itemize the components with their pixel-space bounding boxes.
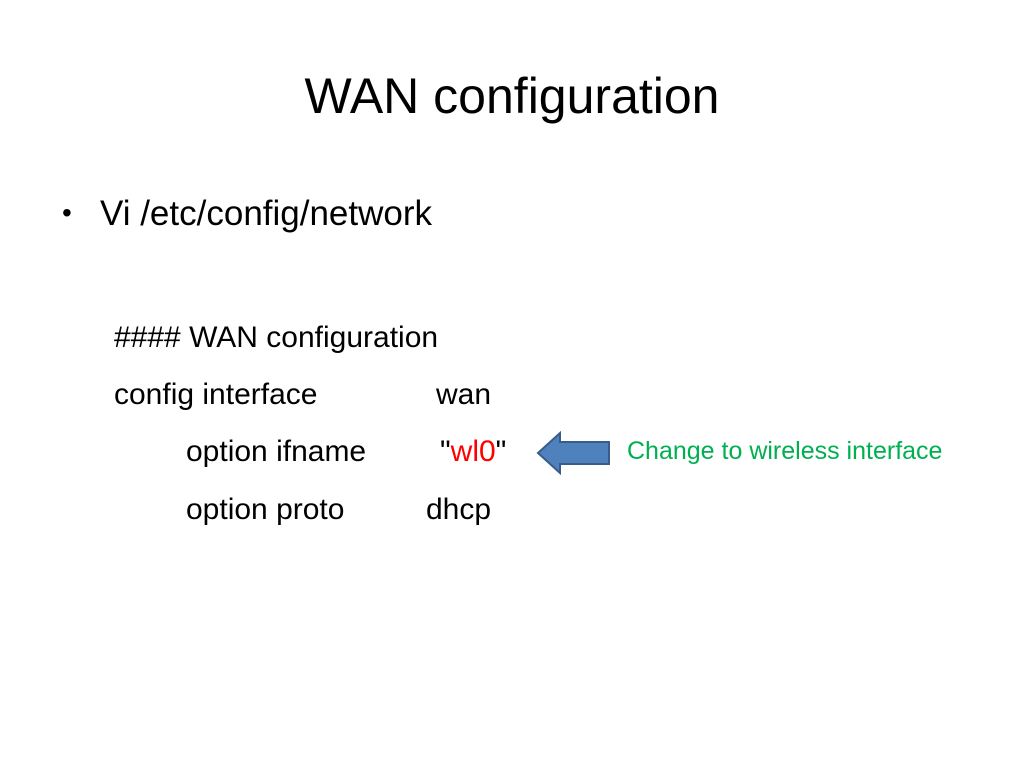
ifname-value-group: "wl0" [440, 432, 506, 472]
bullet-icon: • [62, 197, 72, 228]
ifname-option: option ifname [186, 435, 367, 468]
annotation-text: Change to wireless interface [627, 437, 943, 465]
bullet-text: Vi /etc/config/network [100, 194, 433, 233]
proto-value: dhcp [426, 493, 492, 526]
config-interface-line: config interface wan [114, 375, 491, 415]
slide-title: WAN configuration [304, 68, 720, 124]
bullet-item: • Vi /etc/config/network [62, 190, 432, 237]
left-arrow-icon [536, 431, 610, 475]
ifname-value: wl0 [450, 435, 496, 468]
code-comment: #### WAN configuration [114, 321, 439, 354]
config-keyword: config interface [114, 378, 318, 411]
config-value: wan [436, 378, 492, 411]
arrow-shape [536, 431, 610, 475]
ifname-quote-open: " [440, 435, 451, 468]
option-ifname-line: option ifname "wl0" [186, 432, 506, 472]
option-proto-line: option proto dhcp [186, 490, 491, 530]
code-comment-line: #### WAN configuration [114, 318, 438, 358]
proto-option: option proto [186, 493, 345, 526]
ifname-quote-close: " [495, 435, 507, 468]
